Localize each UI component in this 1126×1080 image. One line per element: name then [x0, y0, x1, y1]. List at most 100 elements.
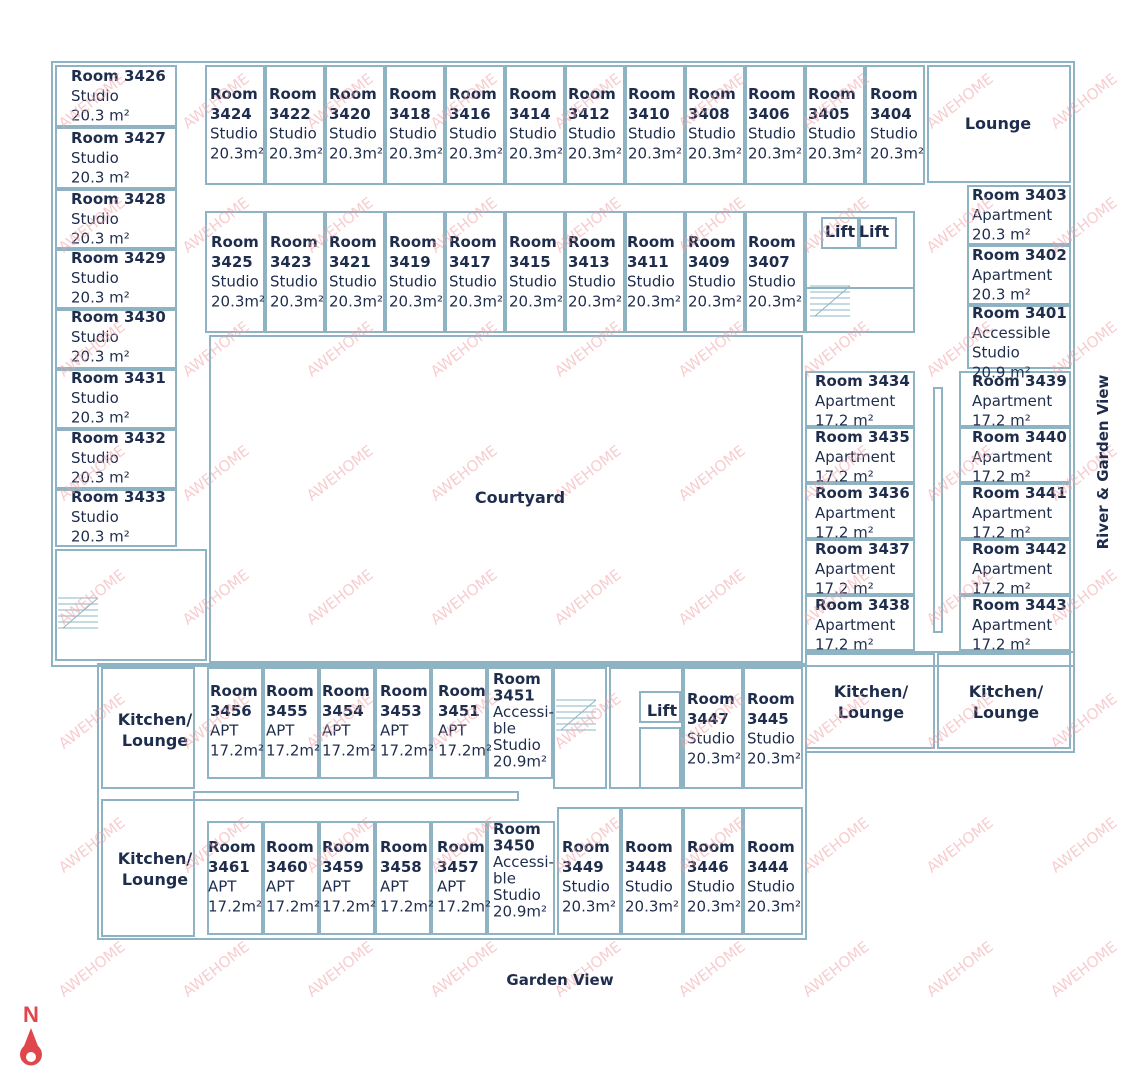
- room-label-line: 20.3 m²: [71, 409, 130, 427]
- room-label-line: Room 3434: [815, 372, 910, 390]
- wall-segment: [55, 309, 177, 369]
- room-label-line: 20.3 m²: [972, 226, 1031, 244]
- room-label-line: 20.3m²: [389, 292, 443, 310]
- watermark-text: AWEHOME: [1047, 690, 1121, 753]
- watermark-text: AWEHOME: [427, 566, 501, 629]
- watermark-text: AWEHOME: [1047, 814, 1121, 877]
- room-label-line: APT: [266, 878, 295, 896]
- room-label-line: APT: [322, 878, 351, 896]
- room-label-line: 17.2m²: [322, 897, 376, 915]
- kitchen-lounge-line: Lounge: [973, 703, 1039, 722]
- watermark-text: AWEHOME: [675, 938, 749, 1001]
- wall-segment: [805, 371, 915, 427]
- wall-segment: [487, 667, 553, 779]
- room-label-line: Studio: [972, 344, 1020, 362]
- room-label-line: Room: [688, 233, 736, 251]
- room-label-line: 3451: [438, 702, 480, 720]
- room-label-line: Room 3426: [71, 67, 166, 85]
- room-label-line: 20.3m²: [627, 292, 681, 310]
- watermark-text: AWEHOME: [427, 938, 501, 1001]
- room-label-line: Studio: [389, 273, 437, 291]
- watermark-text: AWEHOME: [303, 566, 377, 629]
- wall-segment: [265, 65, 325, 185]
- room-label-line: APT: [322, 722, 351, 740]
- room-label-line: Room: [687, 838, 735, 856]
- wall-segment: [625, 65, 685, 185]
- room-label-line: 20.3m²: [329, 292, 383, 310]
- room-label-line: 20.3 m²: [71, 348, 130, 366]
- wall-segment: [805, 653, 935, 749]
- room-label-line: 20.3m²: [449, 292, 503, 310]
- watermark-text: AWEHOME: [427, 318, 501, 381]
- wall-segment: [967, 185, 1071, 245]
- room-label-line: Room: [270, 233, 318, 251]
- room-label-line: 3414: [509, 105, 551, 123]
- room-label-line: 3453: [380, 702, 422, 720]
- wall-segment: [505, 65, 565, 185]
- watermark-text: AWEHOME: [55, 566, 129, 629]
- wall-segment: [685, 65, 745, 185]
- wall-segment: [193, 791, 519, 801]
- room-label-line: 3460: [266, 858, 308, 876]
- room-label-line: 17.2m²: [438, 741, 492, 759]
- room-label-line: Apartment: [815, 560, 895, 578]
- kitchen-lounge-label: Kitchen/Lounge: [969, 682, 1044, 722]
- wall-segment: [325, 211, 385, 333]
- watermark-text: AWEHOME: [799, 938, 873, 1001]
- room-label-line: 20.3 m²: [71, 107, 130, 125]
- wall-segment: [55, 549, 207, 661]
- room-label-line: ble: [493, 720, 516, 738]
- room-label-line: Room: [562, 838, 610, 856]
- compass-needle-icon: [19, 1028, 43, 1066]
- room-label-line: Studio: [449, 273, 497, 291]
- room-label-line: Studio: [71, 210, 119, 228]
- room-label-line: Room 3435: [815, 428, 910, 446]
- room-label-line: 3461: [208, 858, 250, 876]
- room-label-line: Room: [449, 233, 497, 251]
- room-label-line: 20.3m²: [269, 144, 323, 162]
- room-label-line: Room: [493, 670, 541, 688]
- room-label-line: Room: [627, 233, 675, 251]
- room-label-line: Room: [748, 85, 796, 103]
- room-label-line: 20.3 m²: [71, 289, 130, 307]
- wall-segment: [685, 211, 745, 333]
- wall-segment: [55, 189, 177, 249]
- room-label-line: Room: [438, 682, 486, 700]
- watermark-text: AWEHOME: [179, 566, 253, 629]
- watermark-text: AWEHOME: [551, 318, 625, 381]
- room-label-line: Studio: [509, 273, 557, 291]
- room-label-line: 20.3 m²: [71, 469, 130, 487]
- stairs-icon: [810, 285, 851, 317]
- stairs-icon: [556, 699, 597, 731]
- room-label-line: Room: [747, 690, 795, 708]
- watermark-text: AWEHOME: [551, 566, 625, 629]
- room-label-line: Studio: [71, 269, 119, 287]
- room-label-line: Room 3441: [972, 484, 1067, 502]
- room-label-line: Room 3429: [71, 249, 166, 267]
- room-label-line: 20.3m²: [748, 292, 802, 310]
- room-label-line: 20.3 m²: [71, 169, 130, 187]
- room-label-line: Room: [628, 85, 676, 103]
- room-label-line: 17.2 m²: [815, 412, 874, 430]
- wall-segment: [265, 211, 325, 333]
- room-label-line: 17.2m²: [266, 741, 320, 759]
